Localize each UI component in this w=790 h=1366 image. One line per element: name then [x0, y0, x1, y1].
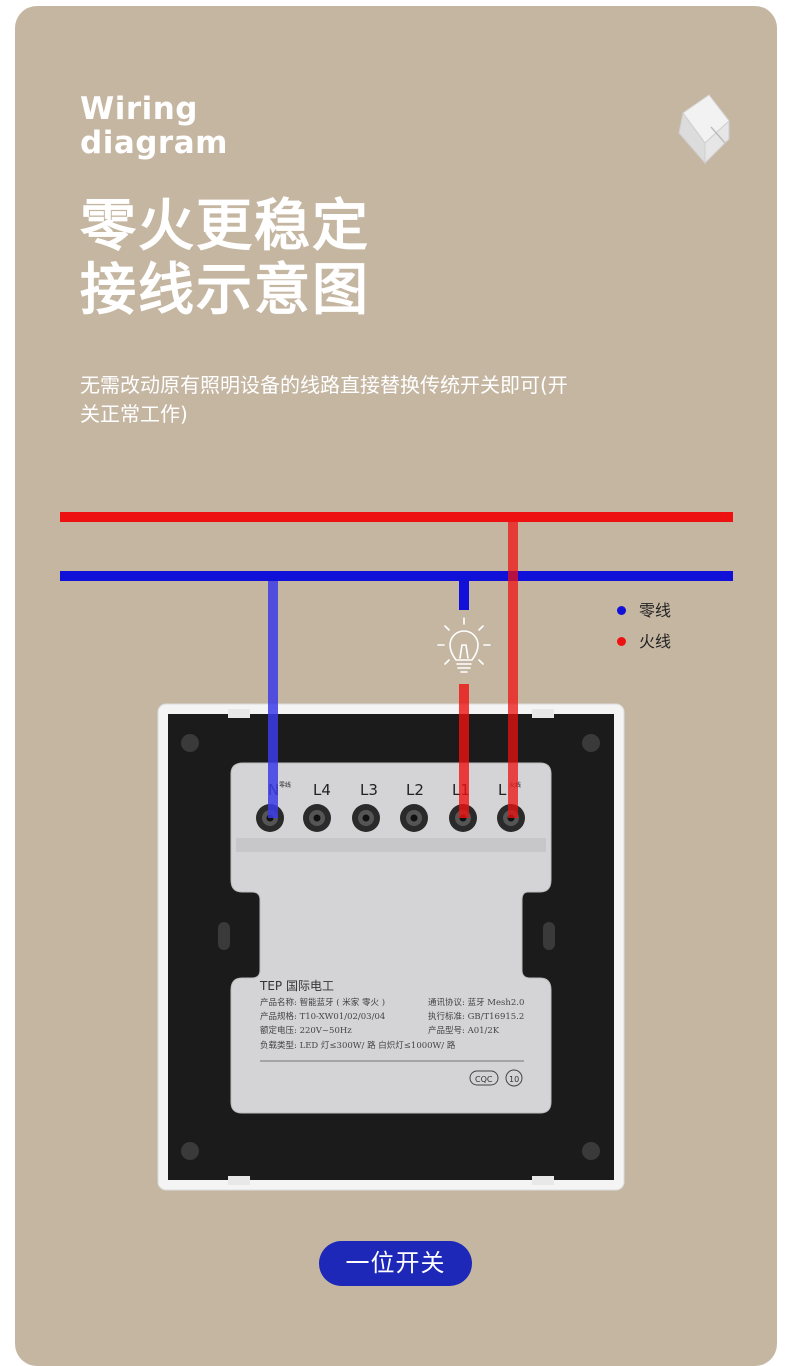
terminal-l2-label: L2: [406, 781, 424, 799]
legend-neutral-label: 零线: [639, 601, 672, 620]
spec-line-type: 产品型号: A01/2K: [428, 1025, 500, 1036]
cqc-mark-text: CQC: [475, 1075, 493, 1084]
lamp-neutral-wire: [459, 581, 469, 610]
frame-tab: [532, 709, 554, 718]
legend-live: 火线: [615, 631, 735, 653]
spec-line-load: 负载类型: LED 灯≤300W/ 路 白炽灯≤1000W/ 路: [260, 1040, 456, 1051]
neutral-dot: [617, 606, 626, 615]
frame-tab: [532, 1176, 554, 1185]
rating-mark-text: 10: [509, 1075, 519, 1084]
spec-line-model: 产品规格: T10-XW01/02/03/04: [260, 1011, 385, 1022]
screw-hole: [582, 1142, 600, 1160]
spec-line-voltage: 额定电压: 220V~50Hz: [260, 1025, 352, 1036]
neutral-drop-wire: [268, 581, 278, 818]
lamp-switched-wire: [459, 684, 469, 818]
neutral-bus-wire: [60, 571, 733, 581]
description-text: 无需改动原有照明设备的线路直接替换传统开关即可(开关正常工作): [80, 373, 568, 426]
spec-line-name: 产品名称: 智能蓝牙 ( 米家 零火 ): [260, 997, 385, 1008]
english-title-line2: diagram: [80, 125, 228, 161]
terminal-n-small-label: 零线: [279, 781, 291, 789]
switch-type-badge: 一位开关: [319, 1241, 472, 1286]
spec-line-standard: 执行标准: GB/T16915.2: [428, 1011, 524, 1022]
cqc-mark: [469, 1070, 499, 1086]
brand-label: TEP 国际电工: [259, 979, 334, 993]
spec-line-protocol: 通讯协议: 蓝牙 Mesh2.0: [428, 997, 524, 1008]
frame-tab: [228, 709, 250, 718]
chinese-title-line1: 零火更稳定: [80, 194, 370, 259]
rating-mark: [505, 1069, 523, 1087]
wall-switch-icon: [678, 94, 730, 165]
mount-slot: [543, 922, 555, 950]
module-ridge: [236, 838, 546, 852]
screw-hole: [181, 1142, 199, 1160]
english-title-line1: Wiring: [80, 91, 198, 127]
terminal-l-label: L: [498, 781, 507, 799]
screw-hole: [181, 734, 199, 752]
live-bus-wire: [60, 512, 733, 522]
chinese-title: 零火更稳定 接线示意图: [80, 195, 370, 323]
chinese-title-line2: 接线示意图: [80, 258, 370, 323]
legend-neutral: 零线: [615, 600, 735, 622]
english-title: Wiring diagram: [80, 92, 228, 160]
light-bulb-icon: [437, 617, 491, 673]
terminal-l3-label: L3: [360, 781, 378, 799]
live-dot: [617, 637, 626, 646]
screw-hole: [582, 734, 600, 752]
legend-live-label: 火线: [639, 632, 672, 651]
frame-tab: [228, 1176, 250, 1185]
live-drop-wire: [508, 522, 518, 818]
terminal-l4-label: L4: [313, 781, 331, 799]
terminal-screws: [256, 804, 525, 832]
mount-slot: [218, 922, 230, 950]
